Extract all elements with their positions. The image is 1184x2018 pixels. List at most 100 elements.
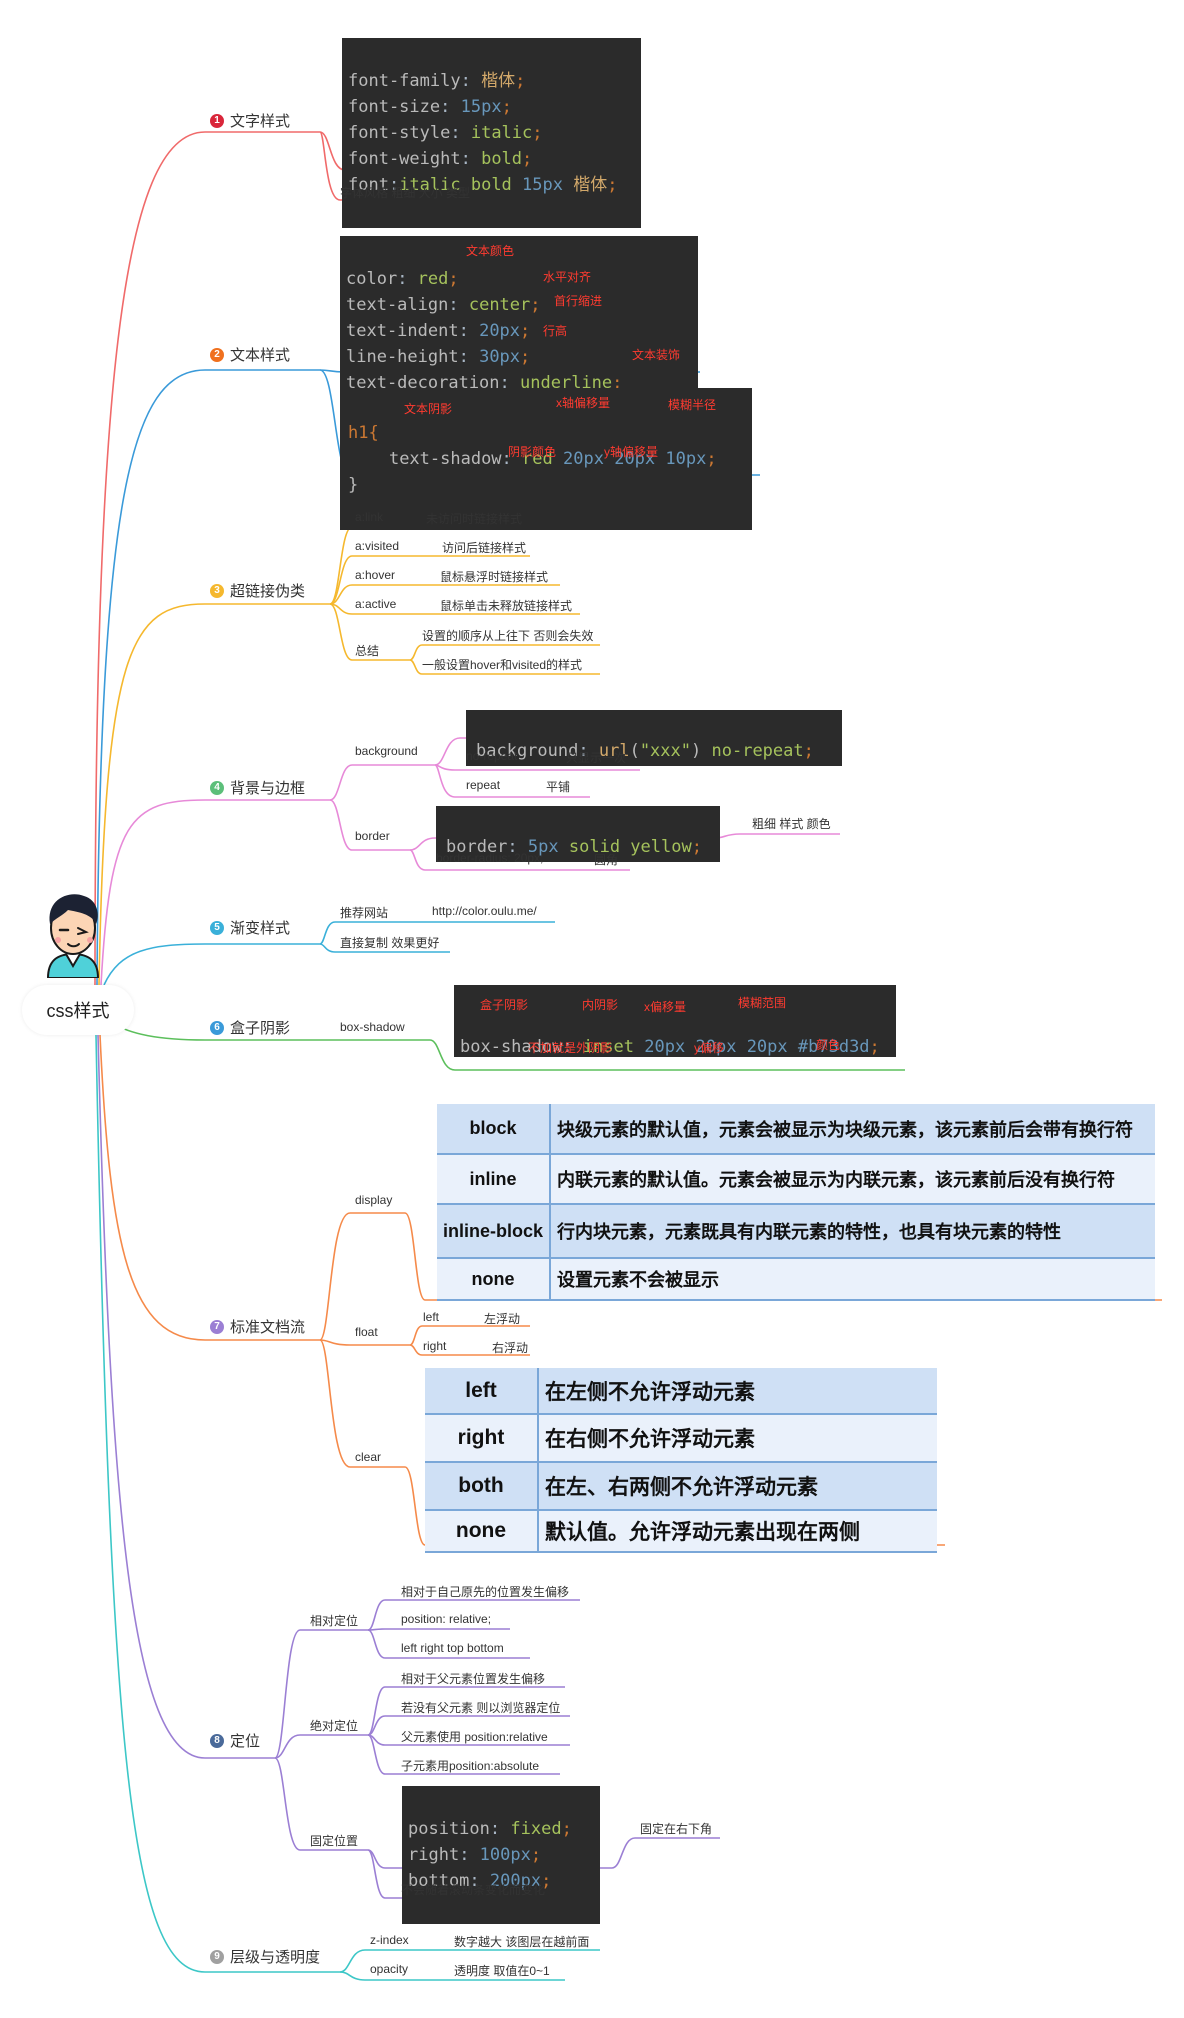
gradient-site-link[interactable]: http://color.oulu.me/ — [432, 904, 537, 918]
text-shadow-code-block: h1{ text-shadow: red 20px 20px 10px;} — [340, 388, 752, 530]
link-state: a:hover — [355, 568, 396, 582]
border-radius-desc: 圆角 — [594, 853, 619, 867]
border-code-block: border: 5px solid yellow; — [436, 806, 720, 862]
branch-links[interactable]: 3 超链接伪类 — [210, 580, 305, 601]
float-option-desc: 左浮动 — [484, 1312, 521, 1326]
clear-label: clear — [355, 1450, 382, 1464]
float-option: right — [423, 1339, 447, 1353]
fixed-scroll-note: 不会随着滚动条变化而变化 — [401, 1883, 546, 1897]
text-code-line: text-align: center; — [346, 295, 541, 315]
annotation: 文本阴影 — [404, 402, 453, 416]
opacity-label: opacity — [370, 1962, 409, 1976]
avatar — [38, 890, 108, 979]
absolute-label: 绝对定位 — [310, 1719, 359, 1733]
font-code-block: font-family: 楷体;font-size: 15px;font-sty… — [342, 38, 641, 228]
table-cell-key: none — [437, 1258, 551, 1301]
font-code-line: font-size: 15px; — [348, 97, 512, 117]
link-desc: 鼠标悬浮时链接样式 — [440, 570, 549, 584]
annotation: 盒子阴影 — [480, 998, 529, 1012]
font-code-line: font-family: 楷体; — [348, 71, 526, 91]
link-state: a:active — [355, 597, 397, 611]
code-line: bottom: 200px; — [408, 1871, 552, 1891]
text-code-line: line-height: 30px; — [346, 347, 531, 367]
annotation: 内阴影 — [582, 998, 619, 1012]
annotation: 文本装饰 — [632, 348, 681, 362]
background-option-desc: 只显示一次 — [566, 751, 627, 765]
link-state: a:visited — [355, 539, 400, 553]
relative-item: position: relative; — [401, 1612, 492, 1626]
relative-label: 相对定位 — [310, 1614, 359, 1628]
text-code-line: color: red; — [346, 269, 459, 289]
links-summary-item: 设置的顺序从上往下 否则会失效 — [422, 629, 594, 643]
branch-position[interactable]: 8 定位 — [210, 1730, 260, 1751]
annotation: 阴影颜色 — [508, 445, 557, 459]
branch-text[interactable]: 2 文本样式 — [210, 344, 290, 365]
branch-label: 层级与透明度 — [230, 1949, 321, 1966]
table-cell-desc: 块级元素的默认值，元素会被显示为块级元素，该元素前后会带有换行符 — [550, 1104, 1155, 1155]
annotation: 颜色 — [816, 1038, 841, 1052]
border-note: 粗细 样式 颜色 — [752, 817, 831, 831]
background-code-block: background: url("xxx") no-repeat; — [466, 710, 842, 766]
branch-label: 定位 — [230, 1733, 261, 1750]
branch-label: 超链接伪类 — [230, 583, 306, 600]
float-label: float — [355, 1325, 378, 1339]
branch-gradient[interactable]: 5 渐变样式 — [210, 917, 290, 938]
code-line: right: 100px; — [408, 1845, 542, 1865]
background-option: repeat — [466, 778, 501, 792]
branch-document-flow[interactable]: 7 标准文档流 — [210, 1316, 305, 1337]
background-label: background — [355, 744, 418, 758]
branch-number-badge: 4 — [210, 780, 224, 795]
gradient-site-label: 推荐网站 — [340, 906, 389, 920]
annotation: x轴偏移量 — [556, 396, 611, 410]
annotation: y轴偏移量 — [604, 445, 659, 459]
branch-label: 渐变样式 — [230, 920, 291, 937]
root-node[interactable]: css样式 — [22, 985, 134, 1035]
box-shadow-label: box-shadow — [340, 1020, 405, 1034]
branch-number-badge: 9 — [210, 1949, 224, 1964]
annotation: 模糊范围 — [738, 996, 787, 1010]
branch-number-badge: 7 — [210, 1319, 224, 1334]
branch-label: 标准文档流 — [230, 1319, 306, 1336]
zindex-desc: 数字越大 该图层在越前面 — [454, 1935, 590, 1949]
link-desc: 未访问时链接样式 — [426, 512, 523, 526]
relative-item: 相对于自己原先的位置发生偏移 — [401, 1585, 570, 1599]
text-code-line: text-indent: 20px; — [346, 321, 531, 341]
branch-label: 背景与边框 — [230, 780, 306, 797]
branch-number-badge: 1 — [210, 113, 224, 128]
code-line: position: fixed; — [408, 1819, 572, 1839]
branch-font[interactable]: 1 文字样式 — [210, 110, 290, 131]
box-shadow-code-block: box-shadow: inset 20px 20px 20px #b73d3d… — [454, 985, 896, 1057]
annotation: 水平对齐 — [543, 270, 592, 284]
annotation: 文本颜色 — [466, 244, 515, 258]
border-label: border — [355, 829, 390, 843]
link-state: a:link — [355, 510, 384, 524]
branch-number-badge: 6 — [210, 1020, 224, 1035]
fixed-code-block: position: fixed; right: 100px; bottom: 200… — [402, 1786, 600, 1924]
gradient-copy-note: 直接复制 效果更好 — [340, 936, 440, 950]
branch-label: 文字样式 — [230, 113, 291, 130]
float-option: left — [423, 1310, 440, 1324]
branch-background[interactable]: 4 背景与边框 — [210, 777, 305, 798]
fixed-note: 固定在右下角 — [640, 1822, 713, 1836]
annotation: 不加就是外阴影 — [528, 1041, 613, 1055]
annotation: 行高 — [543, 324, 568, 338]
table-cell-desc: 在左侧不允许浮动元素 — [538, 1368, 937, 1415]
opacity-desc: 透明度 取值在0~1 — [454, 1964, 550, 1978]
branch-box-shadow[interactable]: 6 盒子阴影 — [210, 1017, 290, 1038]
branch-number-badge: 3 — [210, 583, 224, 598]
table-cell-desc: 默认值。允许浮动元素出现在两侧 — [538, 1510, 937, 1553]
fixed-label: 固定位置 — [310, 1834, 359, 1848]
annotation: x偏移量 — [644, 1000, 687, 1014]
zindex-label: z-index — [370, 1933, 409, 1947]
font-note: 字体风格 粗细 大小 类型 — [340, 186, 471, 200]
table-cell-key: both — [425, 1462, 539, 1511]
branch-zindex-opacity[interactable]: 9 层级与透明度 — [210, 1946, 320, 1967]
table-cell-key: left — [425, 1368, 539, 1415]
